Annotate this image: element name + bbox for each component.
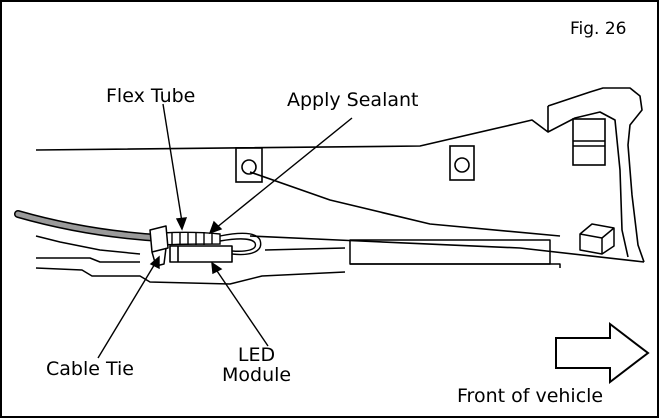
leader-apply-sealant — [215, 117, 353, 229]
cable — [14, 210, 164, 242]
figure-number: Fig. 26 — [570, 19, 627, 39]
callout-flex-tube: Flex Tube — [106, 85, 196, 107]
rail-slot — [349, 239, 551, 265]
callout-led-line2: Module — [222, 363, 292, 386]
panel-clips — [235, 118, 606, 183]
leader-flex-tube — [162, 103, 183, 223]
panel-right-end — [547, 87, 645, 263]
callout-led-module: LED Module — [222, 344, 292, 386]
leader-lines — [97, 103, 353, 359]
flex-tube — [161, 231, 221, 246]
lower-rail — [35, 235, 561, 285]
sill-panel — [35, 87, 645, 263]
panel-lower-edge — [249, 235, 645, 263]
cable-tie — [149, 225, 169, 267]
callout-apply-sealant: Apply Sealant — [287, 89, 419, 111]
wire-loop — [219, 232, 262, 256]
panel-crease — [249, 171, 561, 237]
callout-cable-tie: Cable Tie — [46, 358, 134, 380]
clip-square-left — [235, 147, 263, 183]
led-module — [169, 245, 233, 263]
panel-top-edge — [35, 106, 549, 151]
panel-inner-contour — [547, 111, 629, 258]
clip-square-mid — [449, 145, 475, 181]
vent-slot — [572, 118, 606, 166]
panel-block — [579, 223, 615, 255]
right-arrow-icon — [555, 321, 650, 385]
leader-led-module — [214, 267, 269, 347]
callout-led-line1: LED — [237, 344, 276, 366]
leader-cable-tie — [97, 261, 157, 359]
front-of-vehicle-label: Front of vehicle — [457, 385, 604, 407]
